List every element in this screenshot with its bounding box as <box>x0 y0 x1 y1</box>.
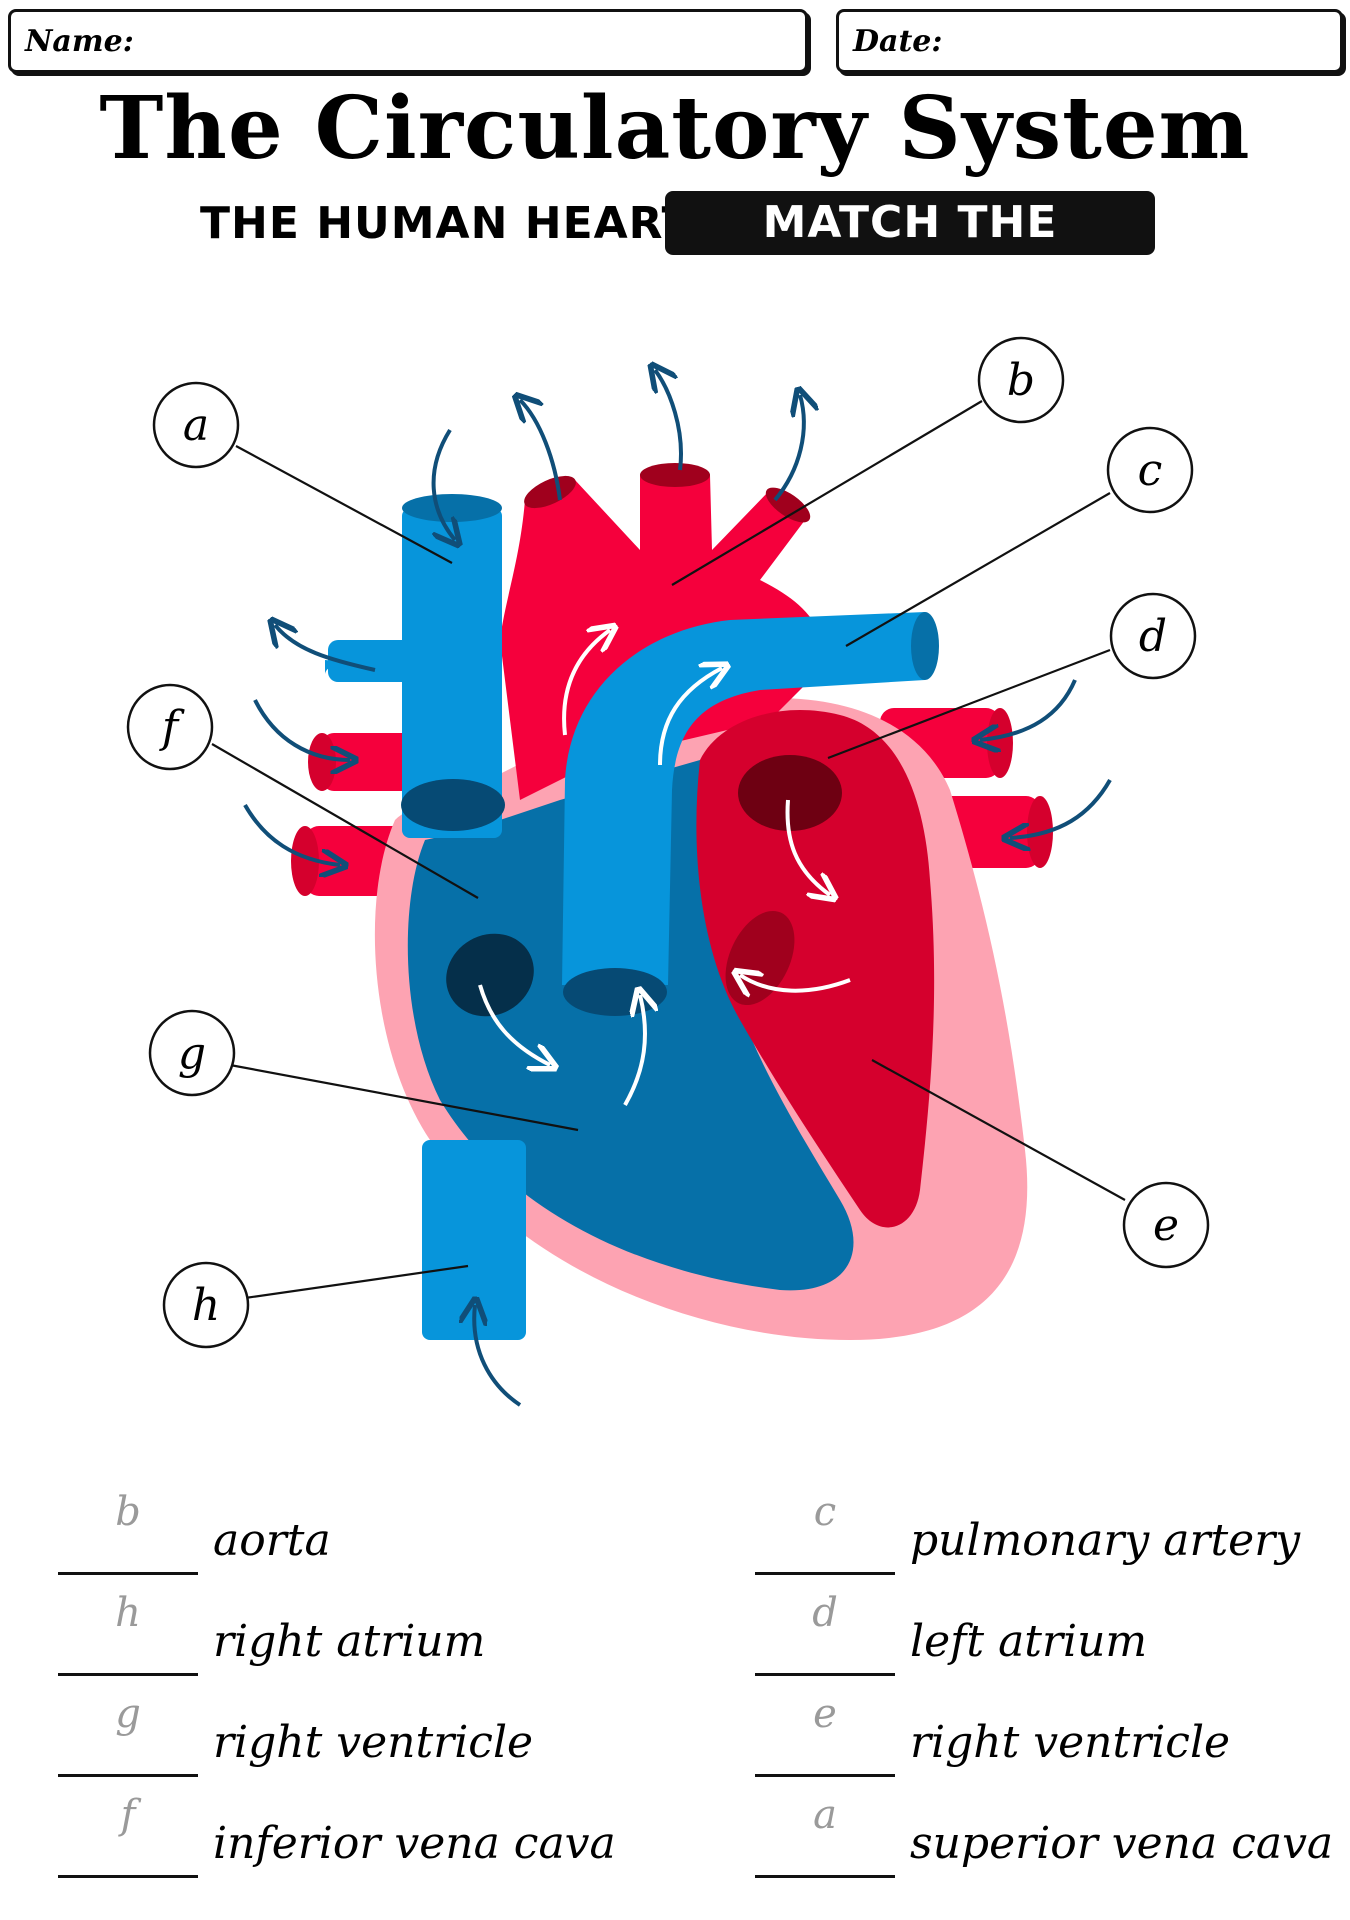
answer-letter: c <box>813 1489 837 1535</box>
callout-letter-d: d <box>1139 611 1167 662</box>
answer-label: inferior vena cava <box>213 1818 616 1869</box>
answer-label: aorta <box>213 1515 331 1566</box>
callout-letter-e: e <box>1153 1200 1179 1251</box>
instruction-badge: MATCH THE LABELS <box>665 191 1155 312</box>
callout-e: e <box>1122 1181 1210 1269</box>
answer-blank[interactable] <box>58 1815 198 1878</box>
answer-letter: h <box>115 1590 141 1636</box>
answer-letter: a <box>813 1792 837 1838</box>
pulmonary-artery-trunk <box>562 612 925 985</box>
callout-letter-b: b <box>1007 355 1035 406</box>
callout-letter-h: h <box>192 1280 220 1331</box>
callout-letter-c: c <box>1138 445 1163 496</box>
answer-blank[interactable] <box>755 1714 895 1777</box>
callout-f: f <box>126 683 214 771</box>
answer-blank[interactable] <box>58 1714 198 1777</box>
callout-letter-a: a <box>183 400 209 451</box>
answer-blank[interactable] <box>58 1613 198 1676</box>
inner-flow-arrows <box>478 630 851 1106</box>
answer-label: right ventricle <box>910 1717 1231 1768</box>
answer-letter: b <box>115 1489 141 1535</box>
answer-label: left atrium <box>910 1616 1148 1667</box>
answer-blank[interactable] <box>58 1512 198 1575</box>
answer-blank[interactable] <box>755 1512 895 1575</box>
page-subtitle: THE HUMAN HEART <box>200 198 693 249</box>
heart-diagram: a b c d e f g h <box>126 336 1210 1407</box>
answer-letter: f <box>120 1792 136 1838</box>
name-field[interactable]: Name: <box>8 9 808 73</box>
date-label: Date: <box>853 24 943 59</box>
answer-label: pulmonary artery <box>910 1515 1301 1566</box>
date-field[interactable]: Date: <box>836 9 1343 73</box>
blood-flow-arrows <box>243 370 1112 1407</box>
callout-a: a <box>152 381 240 469</box>
callout-b: b <box>977 336 1065 424</box>
page-title: The Circulatory System <box>99 78 1251 179</box>
answer-label: right atrium <box>213 1616 486 1667</box>
answer-letter: d <box>812 1590 838 1636</box>
left-ventricle-region <box>696 710 935 1228</box>
answer-blank[interactable] <box>755 1613 895 1676</box>
answer-label: superior vena cava <box>910 1818 1334 1869</box>
callout-h: h <box>162 1261 250 1349</box>
callout-g: g <box>148 1009 236 1097</box>
callout-d: d <box>1109 592 1197 680</box>
answer-letter: g <box>115 1691 141 1737</box>
answer-letter: e <box>813 1691 837 1737</box>
answer-label: right ventricle <box>213 1717 534 1768</box>
callout-letter-g: g <box>178 1028 206 1079</box>
leader-lines <box>211 400 1126 1300</box>
answer-blank[interactable] <box>755 1815 895 1878</box>
callout-c: c <box>1106 426 1194 514</box>
vena-cava <box>325 494 526 1340</box>
name-label: Name: <box>25 24 134 59</box>
